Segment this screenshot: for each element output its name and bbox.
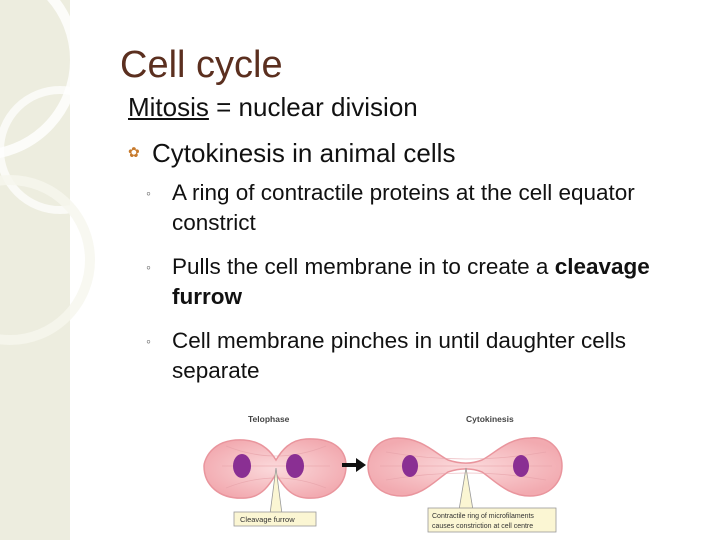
bullet-text: A ring of contractile proteins at the ce… [172, 180, 635, 235]
contractile-ring-caption-line1: Contractile ring of microfilaments [432, 513, 534, 520]
ring-bullet-icon: ◦ [146, 185, 151, 201]
bullet-item: ◦ Pulls the cell membrane in to create a… [146, 252, 686, 312]
arrow-icon [342, 458, 366, 472]
bullet-item: ◦ A ring of contractile proteins at the … [146, 178, 686, 238]
nucleus [286, 454, 304, 478]
bullet-text-plain: Pulls the cell membrane in to create a [172, 254, 555, 279]
nucleus [402, 455, 418, 477]
nucleus [513, 455, 529, 477]
bullet-text: Cell membrane pinches in until daughter … [172, 328, 626, 383]
cleavage-furrow-term: cleavage furrow [172, 254, 650, 309]
slide-title: Cell cycle [120, 44, 283, 86]
cytokinesis-label: Cytokinesis [466, 414, 514, 424]
ring-bullet-icon: ◦ [146, 259, 151, 275]
cytokinesis-heading: ✿ Cytokinesis in animal cells [128, 138, 455, 169]
telophase-label: Telophase [248, 414, 290, 424]
mitosis-line: Mitosis = nuclear division [128, 92, 418, 123]
accent-bullet-icon: ✿ [128, 143, 140, 160]
ring-bullet-icon: ◦ [146, 333, 151, 349]
contractile-ring-caption-line2: causes constriction at cell centre [432, 523, 533, 530]
cytokinesis-cells [367, 437, 563, 497]
bullet-text: Pulls the cell membrane in to create a c… [146, 252, 686, 312]
telophase-cell [203, 438, 347, 499]
decorative-background [0, 0, 120, 540]
contractile-ring-callout: Contractile ring of microfilaments cause… [427, 467, 557, 533]
bullet-item: ◦ Cell membrane pinches in until daughte… [146, 326, 686, 386]
cleavage-furrow-caption: Cleavage furrow [240, 515, 295, 524]
cleavage-furrow-callout: Cleavage furrow [233, 467, 317, 527]
cytokinesis-text: Cytokinesis in animal cells [152, 138, 456, 168]
nucleus [233, 454, 251, 478]
cytokinesis-figure: Telophase Cytokinesis Cleavage furrow Co… [203, 414, 563, 533]
decorative-swirls [0, 0, 120, 345]
mitosis-definition: = nuclear division [208, 92, 418, 122]
mitosis-term: Mitosis [128, 92, 209, 122]
